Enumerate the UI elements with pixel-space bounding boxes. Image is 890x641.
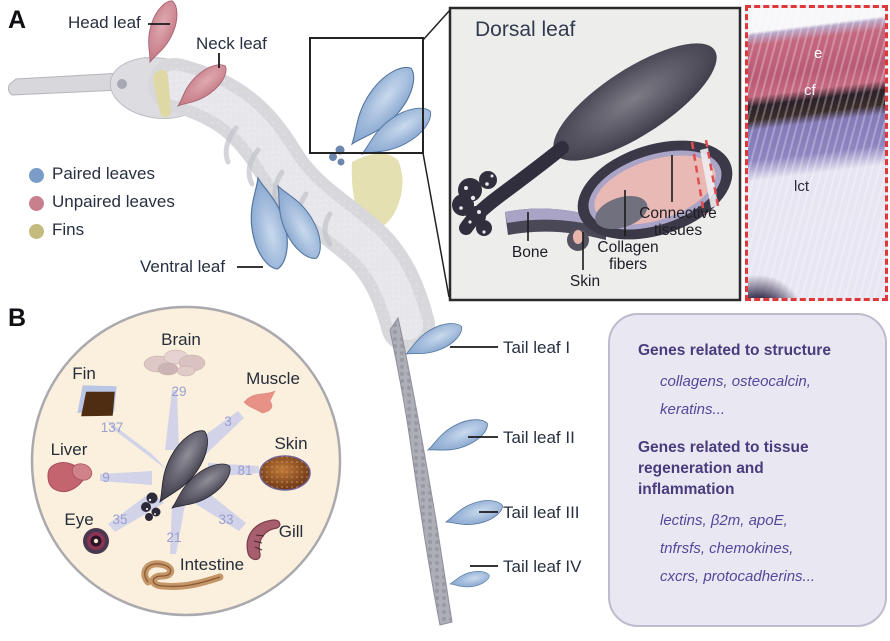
leaf-stem-cluster [452, 171, 497, 236]
organ-label-intestine: Intestine [179, 555, 245, 574]
tail-leaf-4-label: Tail leaf IV [503, 557, 582, 576]
zoom-callout-rect [309, 37, 424, 154]
count-brain: 29 [171, 384, 187, 399]
dorsal-leaves [329, 56, 439, 167]
count-liver: 9 [102, 470, 110, 485]
dorsal-leaf-inset [448, 6, 742, 302]
gene-heading-structure: Genes related to structure [638, 342, 831, 359]
inset-label-bone: Bone [511, 244, 549, 261]
legend-fins: Fins [52, 220, 85, 239]
tail-leaf-1-label: Tail leaf I [503, 338, 571, 357]
tail-leaf-4-shape [448, 568, 492, 592]
fins-swatch [29, 224, 44, 239]
gene-list-regen-line2: tnfrsfs, chemokines, [660, 539, 794, 557]
paired-leaves-swatch [29, 168, 44, 183]
panel-b-label: B [8, 304, 27, 332]
organ-label-gill: Gill [278, 522, 304, 541]
organ-label-brain: Brain [161, 330, 201, 349]
skin-icon [259, 455, 311, 491]
organ-label-muscle: Muscle [246, 369, 300, 388]
histology-label-e: e [814, 45, 823, 62]
panel-a-label: A [8, 6, 27, 34]
label-pointer-lines [148, 23, 498, 567]
histology-label-cf: cf [804, 82, 816, 99]
head-leaf-shape [138, 0, 184, 67]
liver-icon [47, 462, 93, 493]
count-eye: 35 [112, 512, 128, 527]
ventral-leaf-label: Ventral leaf [140, 257, 226, 276]
eye-icon [83, 528, 109, 554]
gill-icon [246, 519, 281, 561]
intestine-icon [141, 560, 224, 590]
legend-paired-leaves: Paired leaves [52, 164, 156, 183]
count-gill: 33 [218, 512, 234, 527]
organ-label-fin: Fin [72, 364, 96, 383]
head-leaf-label: Head leaf [68, 13, 141, 32]
count-intestine: 21 [166, 530, 182, 545]
tail-leaf-2-label: Tail leaf II [503, 428, 575, 447]
organ-label-liver: Liver [50, 440, 88, 459]
gene-list-structure-line1: collagens, osteocalcin, [660, 372, 811, 390]
tail-leaf-3-shape [442, 495, 507, 533]
gene-list-regen-line3: cxcrs, protocadherins... [660, 567, 816, 585]
center-dark-leaves [141, 422, 238, 521]
brain-icon [143, 349, 206, 377]
tail-leaf-3-label: Tail leaf III [503, 503, 580, 522]
count-muscle: 3 [224, 414, 232, 429]
organ-label-skin: Skin [274, 434, 308, 453]
count-skin: 81 [237, 463, 253, 478]
muscle-icon [243, 390, 276, 414]
gene-info-panel: Genes related to structure collagens, os… [608, 313, 887, 627]
fin-icon [77, 385, 117, 417]
inset-title: Dorsal leaf [475, 18, 576, 41]
seadragon-illustration [7, 0, 507, 626]
neck-leaf-label: Neck leaf [196, 34, 267, 53]
inset-label-connective-tissues: Connective tissues [639, 205, 717, 240]
unpaired-leaves-swatch [29, 196, 44, 211]
inset-label-collagen-fibers: Collagen fibers [597, 239, 659, 274]
histology-micrograph: e cf lct [745, 5, 888, 301]
organ-label-eye: Eye [64, 510, 94, 529]
neck-fin [153, 69, 171, 118]
gene-heading-regeneration: Genes related to tissue regeneration and… [638, 438, 809, 498]
inset-label-skin: Skin [569, 273, 601, 290]
callout-connector-bottom [422, 152, 450, 298]
histology-label-lct: lct [794, 178, 809, 195]
gene-list-structure-line2: keratins... [660, 400, 726, 418]
gene-list-regen-line1: lectins, β2m, apoE, [660, 511, 788, 529]
legend-unpaired-leaves: Unpaired leaves [52, 192, 175, 211]
count-fin: 137 [100, 420, 124, 435]
callout-connector-top [422, 9, 451, 41]
